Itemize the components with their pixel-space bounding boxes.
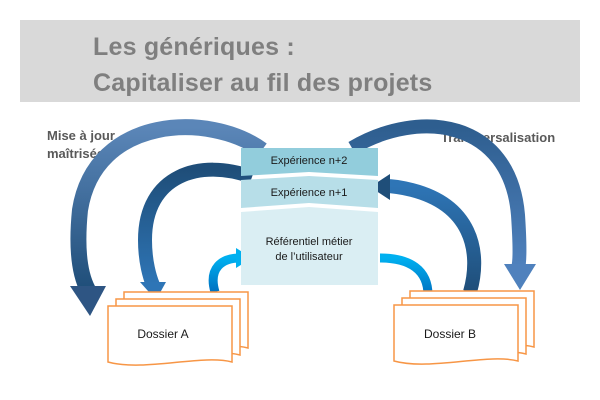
page-title-line-2: Capitaliser au fil des projets [93, 69, 433, 97]
label-mise-a-jour-line-1: Mise à jour [47, 128, 115, 143]
arrow-outer-left [70, 119, 267, 316]
arrow-middle-right [370, 174, 482, 294]
dossier-a: Dossier A [107, 291, 249, 366]
page-title-line-1: Les génériques : [93, 33, 295, 61]
dossier-b-label: Dossier B [424, 327, 476, 341]
stack-layer-middle [241, 176, 378, 208]
stack-layer-top [241, 148, 378, 176]
arrow-outer-right [348, 119, 536, 290]
stack-layer-top-label: Expérience n+2 [271, 155, 348, 167]
stack-layer-base [241, 207, 378, 285]
dossier-a-label: Dossier A [137, 327, 188, 341]
arrow-middle-left [137, 162, 255, 300]
stack-layer-base-label-line-1: Référentiel métier [266, 236, 353, 248]
dossier-b: Dossier B [393, 290, 535, 365]
stack-layer-middle-label: Expérience n+1 [271, 187, 348, 199]
stack-layer-base-label-line-2: de l’utilisateur [275, 251, 343, 263]
label-mise-a-jour: Mise à jour maîtrisée [47, 127, 115, 163]
label-mise-a-jour-line-2: maîtrisée [47, 146, 105, 161]
title-band [20, 20, 580, 102]
knowledge-stack: Expérience n+2 Expérience n+1 Référentie… [241, 148, 378, 285]
